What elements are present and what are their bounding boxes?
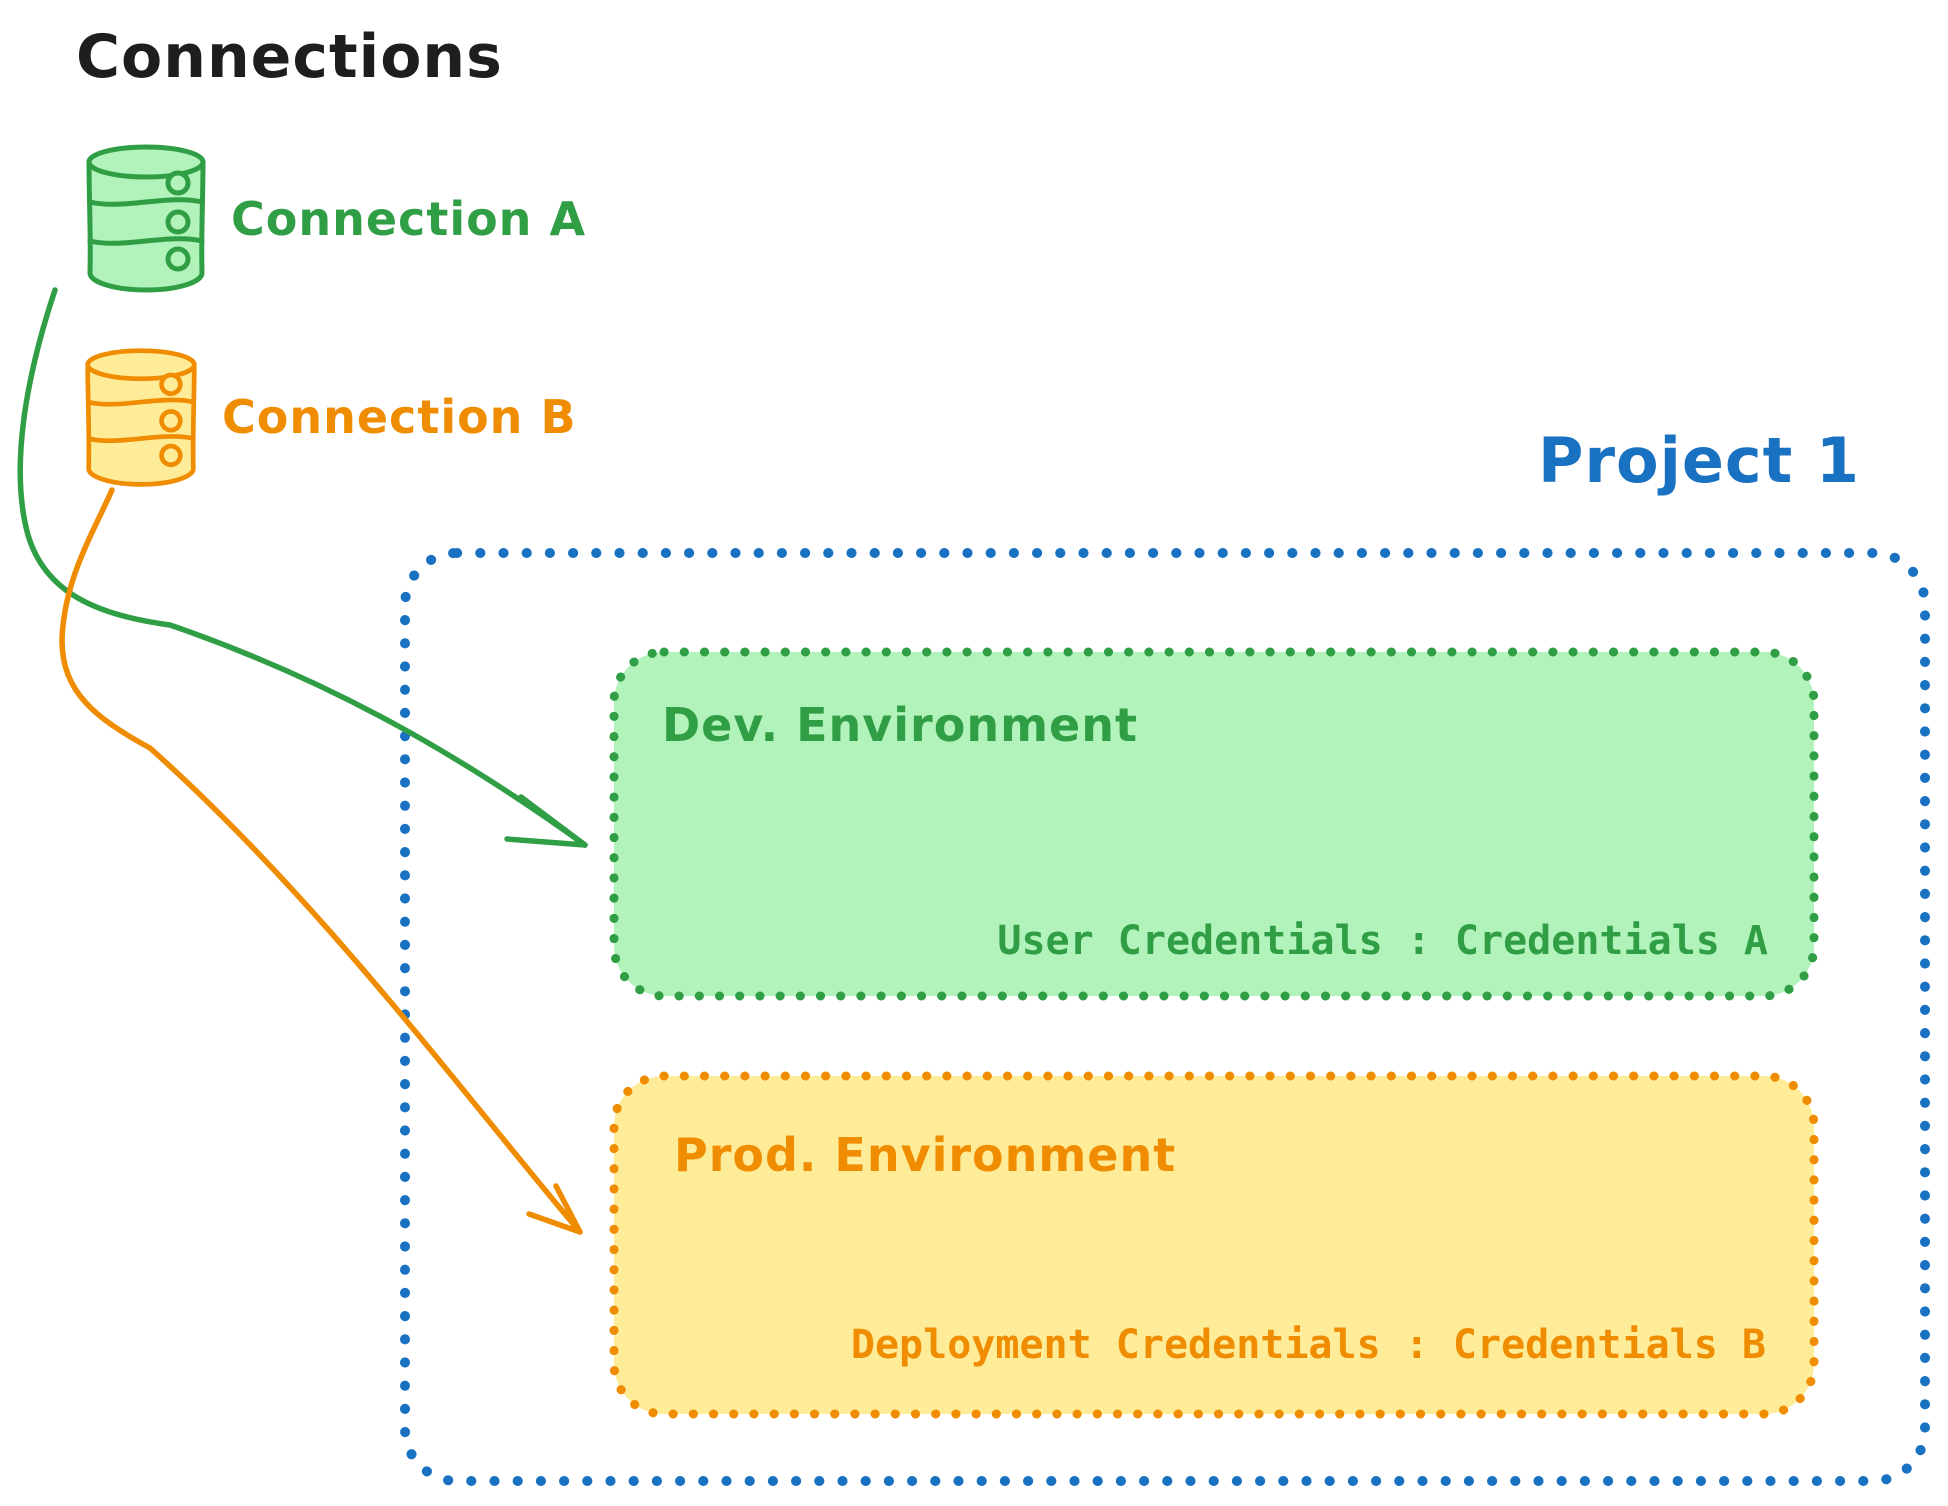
project-label: Project 1 (1538, 424, 1861, 497)
arrowhead-icon (553, 1183, 583, 1235)
dev-environment-box (609, 647, 1819, 1001)
prod-environment-credentials: Deployment Credentials : Credentials B (850, 1322, 1766, 1368)
connection-b-arrow (59, 487, 583, 1235)
diagram-title: Connections (76, 22, 503, 92)
database-icon (86, 144, 206, 293)
database-icon (85, 348, 197, 487)
connection-a-label: Connection A (231, 192, 587, 246)
arrowhead-icon (504, 836, 588, 848)
connection-a-arrow (17, 287, 588, 848)
arrowhead-icon (526, 1211, 583, 1235)
prod-environment-box (609, 1071, 1819, 1419)
connection-b-label: Connection B (222, 390, 577, 444)
dev-environment-title: Dev. Environment (662, 698, 1138, 752)
dev-environment-credentials: User Credentials : Credentials A (997, 918, 1768, 964)
arrowhead-icon (518, 794, 588, 848)
prod-environment-title: Prod. Environment (674, 1128, 1177, 1182)
